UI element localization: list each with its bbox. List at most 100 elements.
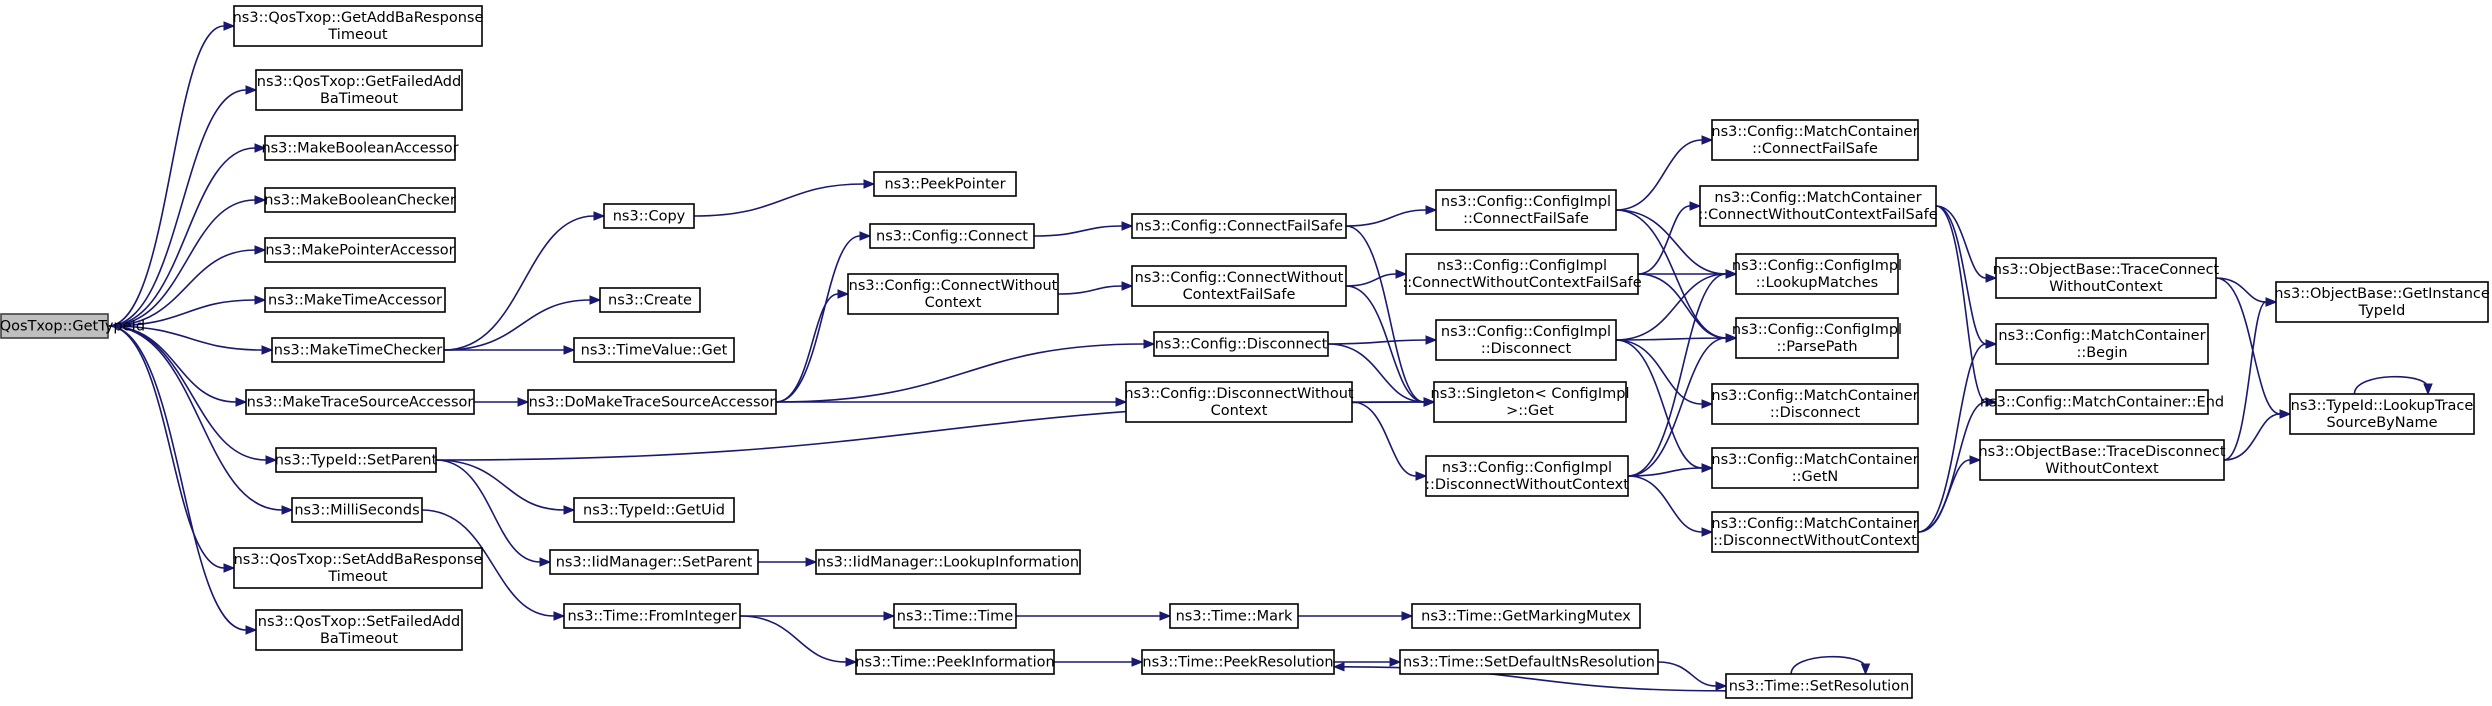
node-iidsetparent[interactable]: ns3::IidManager::SetParent [549, 549, 759, 575]
edge-line [1615, 273, 1727, 341]
node-obtracedisconnectwo[interactable]: ns3::ObjectBase::TraceDisconnectWithoutC… [1978, 439, 2226, 481]
node-iidlookup[interactable]: ns3::IidManager::LookupInformation [815, 549, 1081, 575]
edge-line [693, 183, 865, 217]
node-root[interactable]: ns3::QosTxop::GetTypeId [0, 313, 145, 339]
node-box [0, 313, 109, 339]
node-label: ns3::Config::ConnectFailSafe [1135, 219, 1343, 235]
edge-root-to-makeboolacc [107, 143, 267, 327]
node-label: ns3::Time::GetMarkingMutex [1421, 609, 1631, 625]
node-mcconnectfs[interactable]: ns3::Config::MatchContainer::ConnectFail… [1711, 119, 1919, 161]
node-create[interactable]: ns3::Create [599, 287, 701, 313]
node-box [291, 497, 423, 523]
edge-domaketrace-to-cfgdisconnect [775, 339, 1156, 403]
edge-arrowhead [1159, 611, 1172, 621]
node-singletonget[interactable]: ns3::Singleton< ConfigImpl >::Get [1431, 381, 1630, 423]
node-timevalueget[interactable]: ns3::TimeValue::Get [573, 337, 735, 363]
node-parsepath[interactable]: ns3::Config::ConfigImpl::ParsePath [1732, 317, 1902, 359]
node-box [1153, 331, 1329, 357]
node-mcend[interactable]: ns3::Config::MatchContainer::End [1980, 389, 2224, 415]
edge-arrowhead [805, 557, 818, 567]
edge-mcconnectwofs-to-obtraceconnectwo [1935, 205, 1998, 283]
node-peekres[interactable]: ns3::Time::PeekResolution [1141, 649, 1335, 675]
node-cfgdisconnect[interactable]: ns3::Config::Disconnect [1153, 331, 1329, 357]
node-mcbegin[interactable]: ns3::Config::MatchContainer::Begin [1995, 323, 2209, 365]
edge-arrowhead [1395, 269, 1408, 279]
node-obtraceconnectwo[interactable]: ns3::ObjectBase::TraceConnectWithoutCont… [1993, 257, 2220, 299]
node-peekinfo[interactable]: ns3::Time::PeekInformation [855, 649, 1055, 675]
node-mcdisconnectwo[interactable]: ns3::Config::MatchContainer::DisconnectW… [1711, 511, 1919, 553]
node-cfgconnectwofs[interactable]: ns3::Config::ConnectWithoutContextFailSa… [1131, 265, 1347, 307]
node-mcdisconnect[interactable]: ns3::Config::MatchContainer::Disconnect [1711, 383, 1919, 425]
node-cfgconnect[interactable]: ns3::Config::Connect [869, 223, 1035, 249]
edge-line [2215, 277, 2281, 415]
edge-root-to-makeptracc [107, 245, 267, 327]
node-milliseconds[interactable]: ns3::MilliSeconds [291, 497, 423, 523]
node-label: ns3::IidManager::SetParent [556, 555, 753, 571]
node-label: ns3::Config::ConfigImpl [1732, 258, 1902, 274]
edge-line [107, 25, 225, 327]
node-cfgdisconnectwo[interactable]: ns3::Config::DisconnectWithoutContext [1124, 381, 1354, 423]
node-label: ns3::TypeId::SetParent [275, 453, 438, 469]
node-setresolution[interactable]: ns3::Time::SetResolution [1725, 673, 1913, 699]
node-makeptracc[interactable]: ns3::MakePointerAccessor [264, 237, 456, 263]
node-box [1125, 381, 1353, 423]
node-maketimeacc[interactable]: ns3::MakeTimeAccessor [264, 287, 446, 313]
node-copy[interactable]: ns3::Copy [603, 203, 695, 229]
node-label: ns3::Time::SetResolution [1729, 679, 1910, 695]
node-timetime[interactable]: ns3::Time::Time [893, 603, 1017, 629]
node-box [1435, 319, 1617, 361]
edge-line [2353, 375, 2429, 395]
node-box [1699, 185, 1937, 227]
edge-line [1615, 139, 1703, 211]
node-maketracesrc[interactable]: ns3::MakeTraceSourceAccessor [245, 389, 475, 415]
node-cfgconnectwo[interactable]: ns3::Config::ConnectWithoutContext [847, 273, 1059, 315]
node-label: ns3::TypeId::GetUid [583, 503, 725, 519]
node-gettypeiduid[interactable]: ns3::TypeId::GetUid [573, 497, 735, 523]
node-makeboolacc[interactable]: ns3::MakeBooleanAccessor [261, 135, 459, 161]
node-label: ::ConnectWithoutContextFailSafe [1698, 207, 1937, 223]
edge-peekres-to-setdefaultns [1334, 657, 1402, 667]
node-getmarkingmutex[interactable]: ns3::Time::GetMarkingMutex [1411, 603, 1641, 629]
node-lookupmatches[interactable]: ns3::Config::ConfigImpl::LookupMatches [1732, 253, 1902, 295]
node-maketimechk[interactable]: ns3::MakeTimeChecker [271, 337, 445, 363]
node-label: ns3::MakeTimeAccessor [268, 293, 442, 309]
node-implconnectfs[interactable]: ns3::Config::ConfigImpl::ConnectFailSafe [1435, 189, 1617, 231]
node-setdefaultns[interactable]: ns3::Time::SetDefaultNsResolution [1399, 649, 1659, 675]
edge-line [107, 325, 225, 569]
edge-line [1345, 225, 1425, 403]
node-impldisconnectwo[interactable]: ns3::Config::ConfigImpl::DisconnectWitho… [1425, 455, 1629, 497]
edge-line [107, 89, 247, 327]
node-mcgetn[interactable]: ns3::Config::MatchContainer::GetN [1711, 447, 1919, 489]
node-timemark[interactable]: ns3::Time::Mark [1169, 603, 1299, 629]
node-makeboolchk[interactable]: ns3::MakeBooleanChecker [264, 187, 456, 213]
node-timefromint[interactable]: ns3::Time::FromInteger [563, 603, 741, 629]
node-box [1141, 649, 1335, 675]
edge-line [1917, 343, 1987, 533]
edge-line [1627, 337, 1727, 477]
node-box [873, 171, 1017, 197]
node-box [264, 187, 456, 213]
node-implconnectwofs[interactable]: ns3::Config::ConfigImpl::ConnectWithoutC… [1402, 253, 1642, 295]
edge-arrowhead [1425, 335, 1438, 345]
node-label: ns3::Time::SetDefaultNsResolution [1403, 655, 1655, 671]
node-box [1399, 649, 1659, 675]
node-typeidsetparent[interactable]: ns3::TypeId::SetParent [275, 447, 438, 473]
node-label: ns3::Config::ConnectWithout [849, 278, 1058, 294]
node-mcconnectwofs[interactable]: ns3::Config::MatchContainer::ConnectWith… [1698, 185, 1938, 227]
node-peekpointer[interactable]: ns3::PeekPointer [873, 171, 1017, 197]
node-box [264, 237, 456, 263]
node-impldisconnect[interactable]: ns3::Config::ConfigImpl::Disconnect [1435, 319, 1617, 361]
node-domaketrace[interactable]: ns3::DoMakeTraceSourceAccessor [527, 389, 777, 415]
node-cfgconnectfs[interactable]: ns3::Config::ConnectFailSafe [1131, 213, 1347, 239]
edge-typeidsetparent-to-gettypeiduid [435, 459, 576, 515]
node-label: ns3::Config::MatchContainer [1714, 190, 1921, 206]
edge-arrowhead [1131, 657, 1144, 667]
edge-line [107, 299, 256, 327]
edge-timetime-to-timemark [1015, 611, 1172, 621]
